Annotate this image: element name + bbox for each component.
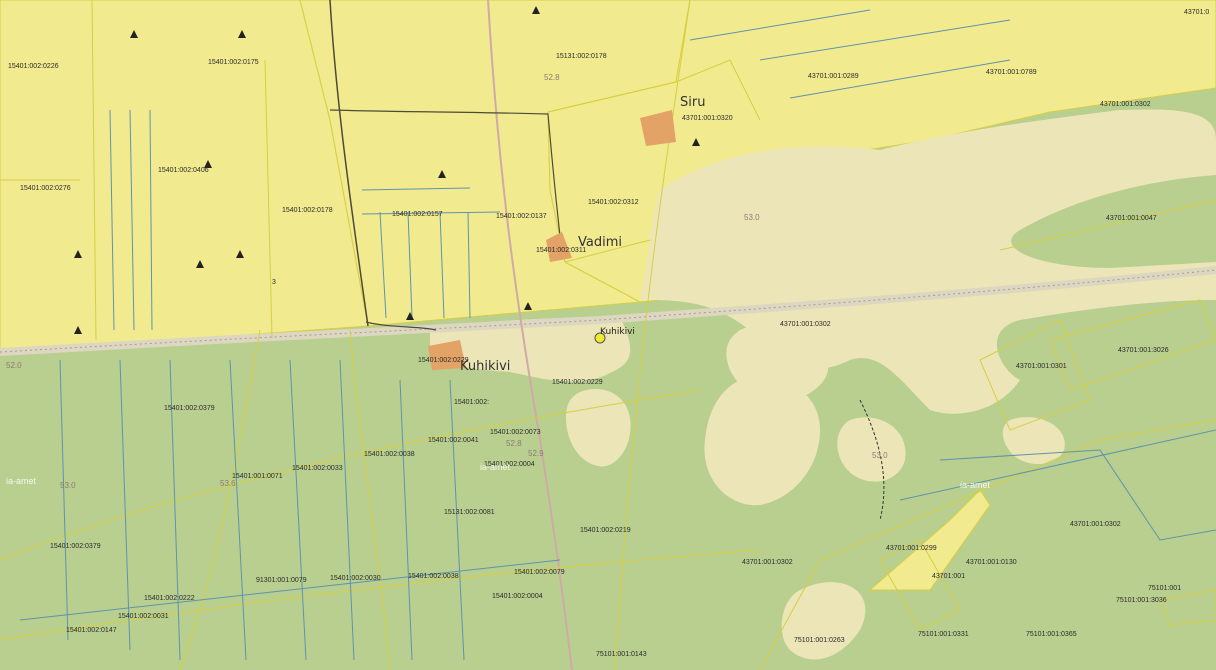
field-strip-southeast	[868, 489, 991, 591]
parcel-label: 15401:002:0004	[484, 461, 535, 468]
row-marker-label: 3	[272, 279, 276, 286]
elevation-label: 52.0	[6, 361, 22, 370]
poi-label-kuhikivi[interactable]: Kuhikivi	[600, 327, 635, 337]
parcel-label: 43701:001:0320	[682, 115, 733, 122]
agricultural-fields	[0, 0, 1216, 591]
parcel-label: 15401:002:0137	[496, 213, 547, 220]
open-area-kuhikivi	[430, 316, 631, 382]
parcel-label: 15401:002:0178	[282, 207, 333, 214]
track-west	[329, 0, 369, 327]
parcel-label: 75101:001:0143	[596, 651, 647, 658]
parcel-label: 15401:002:0038	[364, 451, 415, 458]
place-name-siru: Siru	[680, 95, 705, 110]
boulder-symbols	[74, 6, 700, 334]
parcel-label: 43701:001:0301	[1016, 363, 1067, 370]
place-name-vadimi: Vadimi	[578, 235, 622, 250]
parcel-label: 15401:002:0276	[20, 185, 71, 192]
parcel-label: 75101:001:3036	[1116, 597, 1167, 604]
parcel-label: 75101:001	[1148, 585, 1181, 592]
parcel-label: 91301:001:0079	[256, 577, 307, 584]
parcel-label: 15401:002:0038	[408, 573, 459, 580]
parcel-label: 15401:002:0406	[158, 167, 209, 174]
parcel-label: 15401:002:0312	[588, 199, 639, 206]
parcel-label-edge: 43701:0	[1184, 9, 1209, 16]
parcel-label: 15401:002:0030	[330, 575, 381, 582]
parcel-label: 43701:001:0130	[966, 559, 1017, 566]
parcel-label: 15401:002:0041	[428, 437, 479, 444]
parcel-label: 15131:002:0081	[444, 509, 495, 516]
farmstead-vadimi	[546, 232, 572, 262]
parcel-label: 15401:002:0157	[392, 211, 443, 218]
elevation-label: 52.9	[528, 449, 544, 458]
parcel-label: 15401:002:0147	[66, 627, 117, 634]
parcel-label: 43701:001:0302	[1100, 101, 1151, 108]
parcel-label: 15401:002:0229	[418, 357, 469, 364]
place-name-kuhikivi-village: Kuhikivi	[460, 359, 510, 374]
parcel-label: 43701:001:3026	[1118, 347, 1169, 354]
agency-watermark: ia-amet	[960, 480, 991, 490]
parcel-label: 15401:002:0229	[552, 379, 603, 386]
open-area-patch-4	[837, 417, 906, 482]
elevation-label: 53.0	[872, 451, 888, 460]
parcel-label: 15401:002:0222	[144, 595, 195, 602]
agency-watermarks: ia-amet ia-amet ia-amet	[6, 462, 991, 490]
parcel-label: 15401:002:0079	[514, 569, 565, 576]
parcel-label: 75101:001:0263	[794, 637, 845, 644]
elevation-labels: 52.8 53.0 52.0 52.8 52.9 53.0 53.6 53.0	[6, 73, 888, 490]
parcel-label: 43701:001:0302	[742, 559, 793, 566]
parcel-label: 43701:001:0289	[808, 73, 859, 80]
parcel-label: 15401:002:0219	[580, 527, 631, 534]
elevation-label: 53.0	[744, 213, 760, 222]
parcel-label: 43701:001:0299	[886, 545, 937, 552]
farmstead-siru	[640, 110, 676, 146]
parcel-number-labels: 15401:002:0226 15401:002:0175 15131:002:…	[8, 53, 1181, 658]
open-area-patch-7	[781, 582, 866, 660]
drainage-ditches	[19, 9, 1216, 661]
open-area-patch-2	[566, 389, 631, 467]
parcel-label: 43701:001	[932, 573, 965, 580]
parcel-label: 15401:002:	[454, 399, 489, 406]
road-centerline	[0, 269, 1216, 353]
railway-line	[487, 0, 573, 670]
parcel-label: 75101:001:0365	[1026, 631, 1077, 638]
farmsteads	[428, 110, 676, 370]
elevation-label: 52.8	[506, 439, 522, 448]
open-area-patch-6	[1002, 417, 1065, 465]
parcel-label: 43701:001:0302	[1070, 521, 1121, 528]
parcel-label: 15131:002:0178	[556, 53, 607, 60]
parcel-label: 15401:002:0175	[208, 59, 259, 66]
open-area-patch-3	[704, 377, 820, 506]
place-names: Siru Vadimi Kuhikivi	[460, 95, 705, 374]
elevation-label: 53.6	[220, 479, 236, 488]
parcel-label: 15401:002:0379	[164, 405, 215, 412]
parcel-label: 15401:002:0031	[118, 613, 169, 620]
parcel-label: 15401:002:0004	[492, 593, 543, 600]
location-marker[interactable]: Kuhikivi	[594, 327, 635, 344]
parcel-label: 15401:001:0071	[232, 473, 283, 480]
elevation-label: 52.8	[544, 73, 560, 82]
parcel-label: 15401:002:0073	[490, 429, 541, 436]
open-areas	[430, 109, 1216, 660]
farmstead-kuhikivi	[428, 340, 466, 370]
parcel-label: 15401:002:0226	[8, 63, 59, 70]
agency-watermark: ia-amet	[480, 462, 511, 472]
parcel-label: 43701:001:0789	[986, 69, 1037, 76]
track-junction	[365, 321, 437, 331]
parcel-label: 43701:001:0047	[1106, 215, 1157, 222]
open-area-patch-5	[922, 358, 992, 413]
parcel-label: 15401:002:0379	[50, 543, 101, 550]
parcel-label: 15401:002:0311	[536, 247, 586, 254]
parcel-label: 75101:001:0331	[918, 631, 969, 638]
track-center	[329, 109, 561, 237]
parcel-label: 43701:001:0302	[780, 321, 831, 328]
elevation-label: 53.0	[60, 481, 76, 490]
location-pin-icon[interactable]	[594, 332, 606, 344]
parcel-label: 15401:002:0033	[292, 465, 343, 472]
agency-watermark: ia-amet	[6, 476, 37, 486]
